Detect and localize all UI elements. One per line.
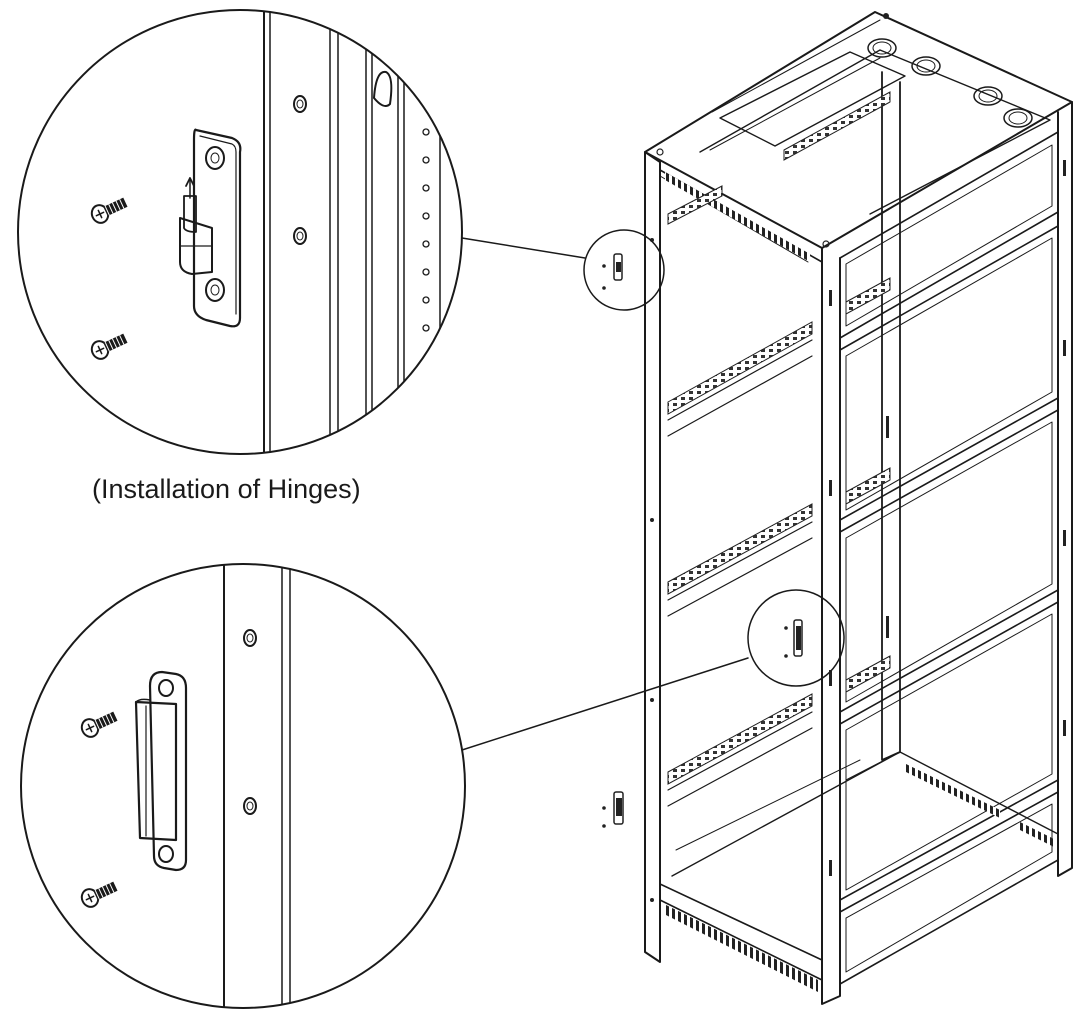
handle-bracket-icon (134, 670, 188, 872)
hinge-magnifier-ring (583, 229, 665, 311)
hinge-leader-line (461, 237, 586, 259)
hinge-detail-callout (17, 9, 463, 455)
bracket-magnifier-ring (747, 589, 845, 687)
rack-cabinet (583, 11, 1073, 1005)
bracket-leader-line (461, 657, 749, 751)
mounting-rails (667, 91, 891, 807)
screw-icon (80, 711, 118, 738)
hinge-installation-caption: (Installation of Hinges) (92, 474, 361, 504)
hinge-icon (602, 791, 624, 828)
screw-icon (80, 881, 118, 908)
hinge-icon (602, 253, 623, 290)
bracket-detail-callout (20, 563, 466, 1009)
post-slots (650, 160, 1066, 902)
rail-hole-column (422, 128, 430, 332)
handle-bracket-icon (784, 619, 803, 658)
screw-icon (90, 197, 128, 224)
screw-icon (90, 333, 128, 360)
hinge-icon (179, 128, 242, 328)
